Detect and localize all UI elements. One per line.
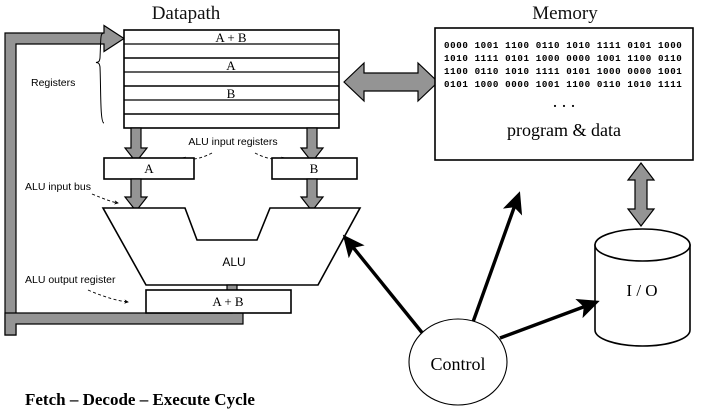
- memory-row-0: 0000 1001 1100 0110 1010 1111 0101 1000: [444, 40, 682, 51]
- control-label: Control: [430, 354, 485, 374]
- alu-output-register-value: A + B: [212, 294, 244, 309]
- alu-input-registers-annotation: ALU input registers: [181, 136, 286, 161]
- control-arrows: [342, 191, 600, 342]
- control-unit: Control: [408, 318, 508, 406]
- alu-input-register-b-label: B: [310, 161, 319, 176]
- alu-input-register-b: B: [271, 157, 358, 180]
- regfile-to-alu-input-arrows: [123, 127, 325, 163]
- registers-label: Registers: [31, 77, 75, 89]
- alu-input-bus-label: ALU input bus: [25, 181, 91, 193]
- alu-output-register: A + B: [145, 289, 292, 314]
- alu-output-register-label: ALU output register: [25, 274, 116, 286]
- register-file: A + B A B: [123, 29, 340, 129]
- alu-unit: ALU: [101, 207, 362, 286]
- memory-contents-label: program & data: [507, 120, 621, 140]
- memory-ellipsis: . . .: [553, 91, 576, 111]
- memory-row-2: 1100 0110 1010 1111 0101 1000 0000 1001: [444, 66, 682, 77]
- memory-io-bus-arrow: [626, 162, 656, 227]
- register-row-value-0: A + B: [215, 30, 247, 45]
- register-row-value-4: B: [227, 86, 236, 101]
- alu-input-register-a-label: A: [144, 161, 154, 176]
- datapath-memory-bus-arrow: [343, 61, 439, 103]
- datapath-title: Datapath: [152, 3, 221, 24]
- memory-title: Memory: [532, 3, 598, 24]
- alu-input-register-a: A: [103, 157, 195, 180]
- memory-row-1: 1010 1111 0101 1000 0000 1001 1100 0110: [444, 53, 682, 64]
- registers-label-group: Registers: [31, 32, 105, 124]
- io-label: I / O: [626, 281, 657, 300]
- alu-output-register-annotation: ALU output register: [25, 274, 129, 304]
- diagram-caption: Fetch – Decode – Execute Cycle: [25, 390, 255, 409]
- alu-label: ALU: [222, 255, 245, 269]
- memory-row-3: 0101 1000 0000 1001 1100 0110 1010 1111: [444, 79, 682, 90]
- alu-input-registers-label: ALU input registers: [188, 136, 277, 148]
- io-device: I / O: [594, 228, 691, 347]
- register-row-value-2: A: [226, 58, 236, 73]
- memory-block: 0000 1001 1100 0110 1010 1111 0101 1000 …: [434, 27, 694, 161]
- alu-input-bus-arrows: [123, 178, 325, 212]
- alu-input-bus-annotation: ALU input bus: [25, 181, 119, 205]
